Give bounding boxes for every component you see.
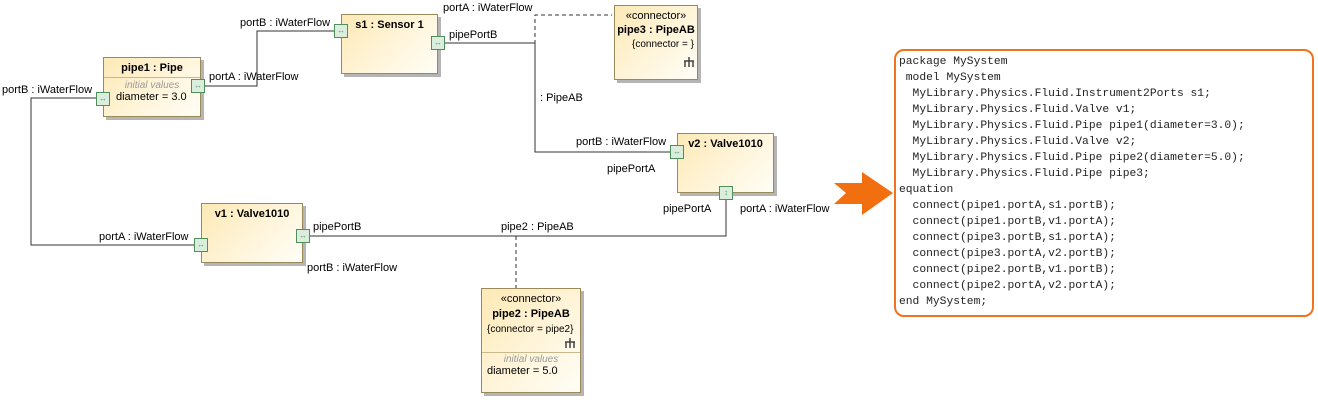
attribute-value: diameter = 5.0 [487,365,558,377]
part-title: pipe1 : Pipe [121,62,183,74]
label-pipe1-portA: portA : iWaterFlow [209,71,299,83]
attribute-value: diameter = 3.0 [116,91,187,103]
code-line: connect(pipe1.portB,v1.portA); [899,216,1116,228]
label-s1-pipePortB: pipePortB [449,29,498,41]
label-v2-pipePortA-bottom: pipePortA [663,203,712,215]
port-s1-portB[interactable]: ↔ [334,24,348,38]
port-icon: ↔ [299,231,307,240]
code-line: connect(pipe3.portB,s1.portA); [899,232,1116,244]
label-v2-pipePortA-left: pipePortA [607,163,656,175]
port-icon: ↔ [434,38,442,47]
port-v2-portB[interactable]: ↔ [670,145,684,159]
port-icon: ↔ [194,81,202,90]
port-pipe1-portB[interactable]: ↔ [96,92,110,106]
compartment-divider [482,352,580,353]
code-line: MyLibrary.Physics.Fluid.Instrument2Ports… [899,88,1211,100]
part-s1[interactable]: s1 : Sensor 1 [341,14,438,74]
section-label: initial values [503,354,559,365]
dashed-link-pipe3 [534,14,612,128]
code-line: MyLibrary.Physics.Fluid.Pipe pipe3; [899,168,1150,180]
stereotype-label: «connector» [625,10,687,22]
code-line: connect(pipe2.portB,v1.portB); [899,264,1116,276]
part-pipe2[interactable]: «connector» pipe2 : PipeAB {connector = … [481,288,581,393]
code-line: equation [899,184,954,196]
port-icon: ↔ [337,26,345,35]
compartment-divider [104,77,200,78]
part-title: s1 : Sensor 1 [355,19,424,31]
label-s1-portB: portB : iWaterFlow [240,17,331,29]
label-v1-portA: portA : iWaterFlow [99,231,189,243]
connector-icon [684,57,694,67]
label-pipe1-portB: portB : iWaterFlow [2,84,93,96]
code-line: end MySystem; [899,296,988,308]
part-v2[interactable]: v2 : Valve1010 [677,133,774,193]
label-v2-portA: portA : iWaterFlow [740,203,830,215]
modelica-code-panel: package MySystem model MySystem MyLibrar… [894,49,1314,317]
label-pipe3-connector: : PipeAB [540,92,583,104]
port-icon: ↔ [197,240,205,249]
part-pipe1[interactable]: pipe1 : Pipe initial values diameter = 3… [103,57,201,117]
port-icon: ↕ [724,188,728,197]
right-arrow-icon [834,172,893,215]
code-line: model MySystem [899,72,1001,84]
connector-pipe1-v1[interactable] [30,97,194,246]
port-v1-pipePortB[interactable]: ↔ [296,229,310,243]
part-title: v1 : Valve1010 [214,208,290,220]
part-pipe3[interactable]: «connector» pipe3 : PipeAB {connector = … [614,5,698,80]
label-v1-portB: portB : iWaterFlow [307,262,398,274]
code-line: connect(pipe2.portA,v2.portA); [899,280,1116,292]
port-v2-portA[interactable]: ↕ [719,186,733,200]
port-icon: ↔ [99,94,107,103]
label-v2-portB: portB : iWaterFlow [576,136,667,148]
port-v1-portA[interactable]: ↔ [194,238,208,252]
label-s1-portA: portA : iWaterFlow [443,2,533,14]
part-title: pipe3 : PipeAB [617,24,695,36]
connector-icon [565,338,575,348]
part-v1[interactable]: v1 : Valve1010 [201,203,303,263]
code-line: MyLibrary.Physics.Fluid.Valve v2; [899,136,1137,148]
port-icon: ↔ [673,147,681,156]
code-line: MyLibrary.Physics.Fluid.Valve v1; [899,104,1137,116]
code-line: package MySystem [899,56,1008,68]
stereotype-label: «connector» [500,293,562,305]
part-title: v2 : Valve1010 [688,138,763,150]
constraint-label: {connector = } [632,39,694,50]
section-label: initial values [124,80,180,91]
code-line: connect(pipe3.portA,v2.portB); [899,248,1116,260]
label-pipe2-connector: pipe2 : PipeAB [501,221,574,233]
code-line: MyLibrary.Physics.Fluid.Pipe pipe1(diame… [899,120,1245,132]
label-v1-pipePortB: pipePortB [313,221,362,233]
port-s1-pipePortB[interactable]: ↔ [431,36,445,50]
code-line: MyLibrary.Physics.Fluid.Pipe pipe2(diame… [899,152,1245,164]
constraint-label: {connector = pipe2} [487,324,574,335]
code-line: connect(pipe1.portA,s1.portB); [899,200,1116,212]
port-pipe1-portA[interactable]: ↔ [191,79,205,93]
part-title: pipe2 : PipeAB [492,308,570,320]
